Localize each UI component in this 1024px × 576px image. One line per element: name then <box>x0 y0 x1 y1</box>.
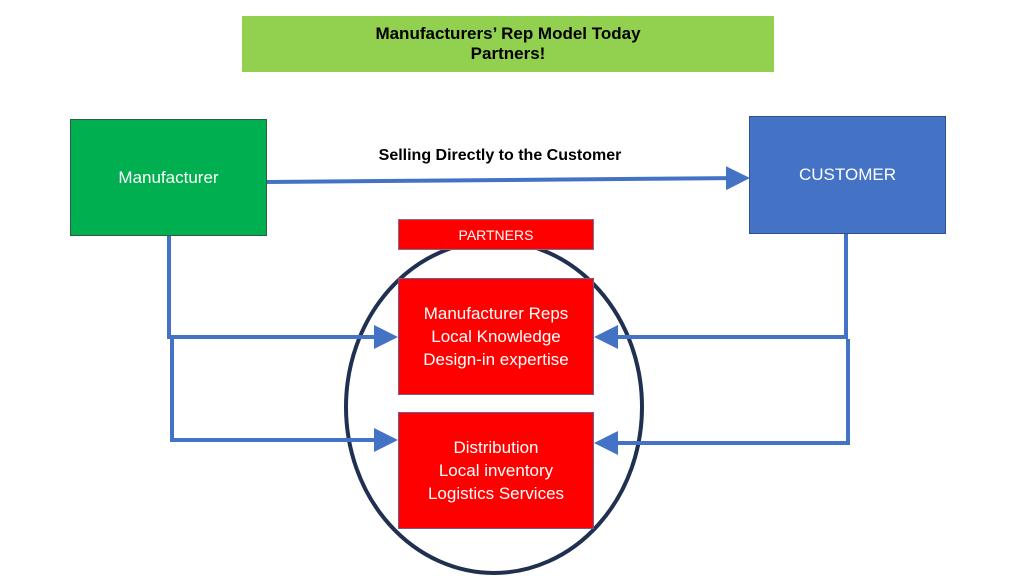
direct-selling-label: Selling Directly to the Customer <box>378 147 622 164</box>
distribution-line: Local inventory <box>438 461 554 480</box>
title-line-2: Partners! <box>470 44 546 63</box>
reps-line: Manufacturer Reps <box>423 304 569 323</box>
direct-selling-arrow <box>266 166 750 191</box>
distribution-node: Distribution Local inventory Logistics S… <box>398 412 594 529</box>
manufacturer-reps-node: Manufacturer Reps Local Knowledge Design… <box>398 278 594 395</box>
title-banner: Manufacturers’ Rep Model Today Partners! <box>242 16 774 72</box>
customer-to-reps-arrow <box>594 234 848 349</box>
distribution-line: Logistics Services <box>427 484 565 503</box>
manufacturer-label: Manufacturer <box>118 167 219 187</box>
manufacturer-node: Manufacturer <box>70 119 267 236</box>
manufacturer-to-reps-arrow <box>167 236 398 349</box>
partners-label-box: PARTNERS <box>398 219 594 250</box>
reps-line: Design-in expertise <box>423 350 569 369</box>
distribution-line: Distribution <box>453 438 539 457</box>
reps-line: Local Knowledge <box>431 327 561 346</box>
manufacturer-to-distribution-arrow <box>170 339 398 452</box>
title-line-1: Manufacturers’ Rep Model Today <box>375 24 641 43</box>
partners-label: PARTNERS <box>458 226 534 243</box>
customer-to-distribution-arrow <box>594 339 850 455</box>
customer-label: CUSTOMER <box>799 165 896 184</box>
customer-node: CUSTOMER <box>749 116 946 234</box>
